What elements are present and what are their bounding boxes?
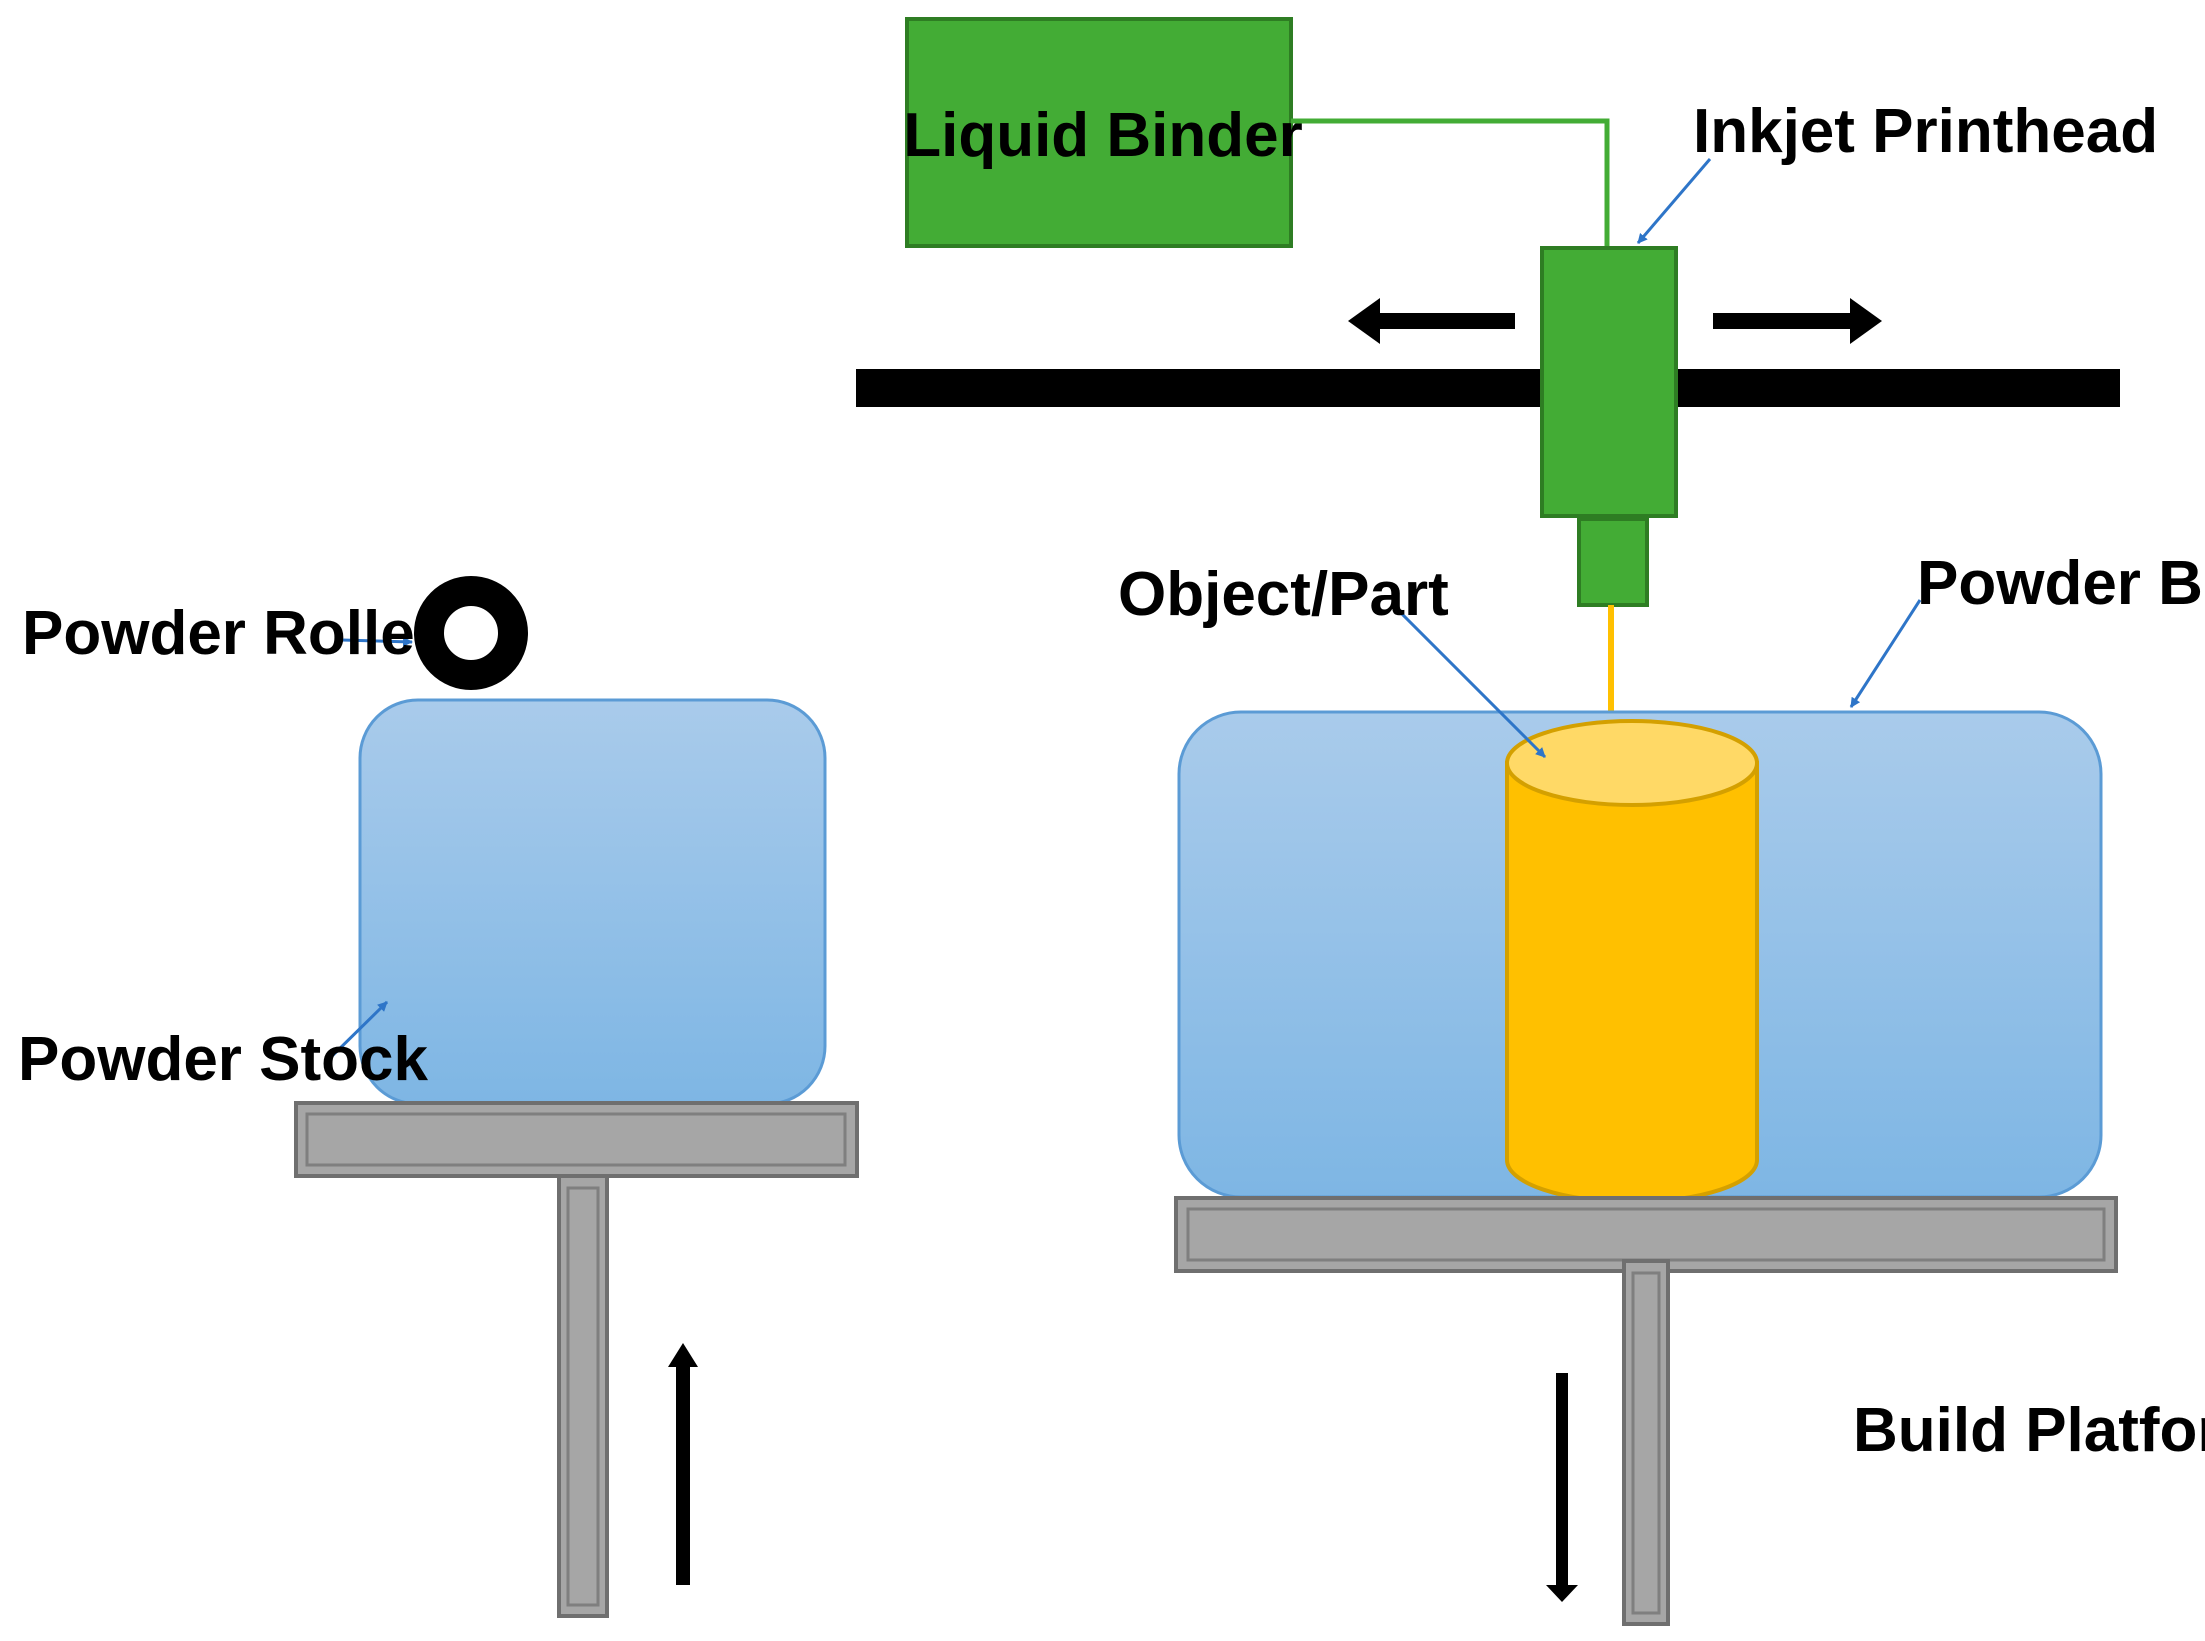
object-part-cylinder — [1505, 719, 1759, 1204]
powder-roller — [414, 576, 528, 690]
inkjet-printhead-pointer — [1636, 158, 1712, 244]
build-platform — [1174, 1196, 2118, 1626]
up-motion-arrow — [668, 1343, 698, 1585]
object-part-label: Object/Part — [1118, 560, 1449, 629]
binder-feed-line — [1291, 118, 1610, 250]
liquid-binder-box — [905, 17, 1293, 248]
object-part-pointer — [1391, 603, 1547, 759]
liquid-binder-label: Liquid Binder — [903, 101, 1303, 170]
powder-roller-label: Powder Roller — [22, 599, 439, 668]
inkjet-printhead — [1540, 246, 1678, 607]
powder-bed-label: Powder Bed — [1917, 549, 2205, 618]
powder-stock-pointer — [323, 1000, 389, 1065]
binder-jet-stream — [1608, 605, 1614, 713]
powder-stock-label: Powder Stock — [18, 1025, 429, 1094]
build-platform-label: Build Platform — [1853, 1396, 2205, 1465]
left-motion-arrow — [1348, 298, 1515, 344]
feed-platform — [294, 1101, 859, 1618]
powder-roller-pointer — [341, 636, 413, 647]
gantry-rail — [856, 369, 2120, 407]
right-motion-arrow — [1713, 298, 1882, 344]
down-motion-arrow — [1546, 1373, 1578, 1602]
inkjet-printhead-label: Inkjet Printhead — [1693, 97, 2158, 166]
powder-bed-pointer — [1849, 599, 1922, 708]
powder-stock — [358, 698, 827, 1106]
